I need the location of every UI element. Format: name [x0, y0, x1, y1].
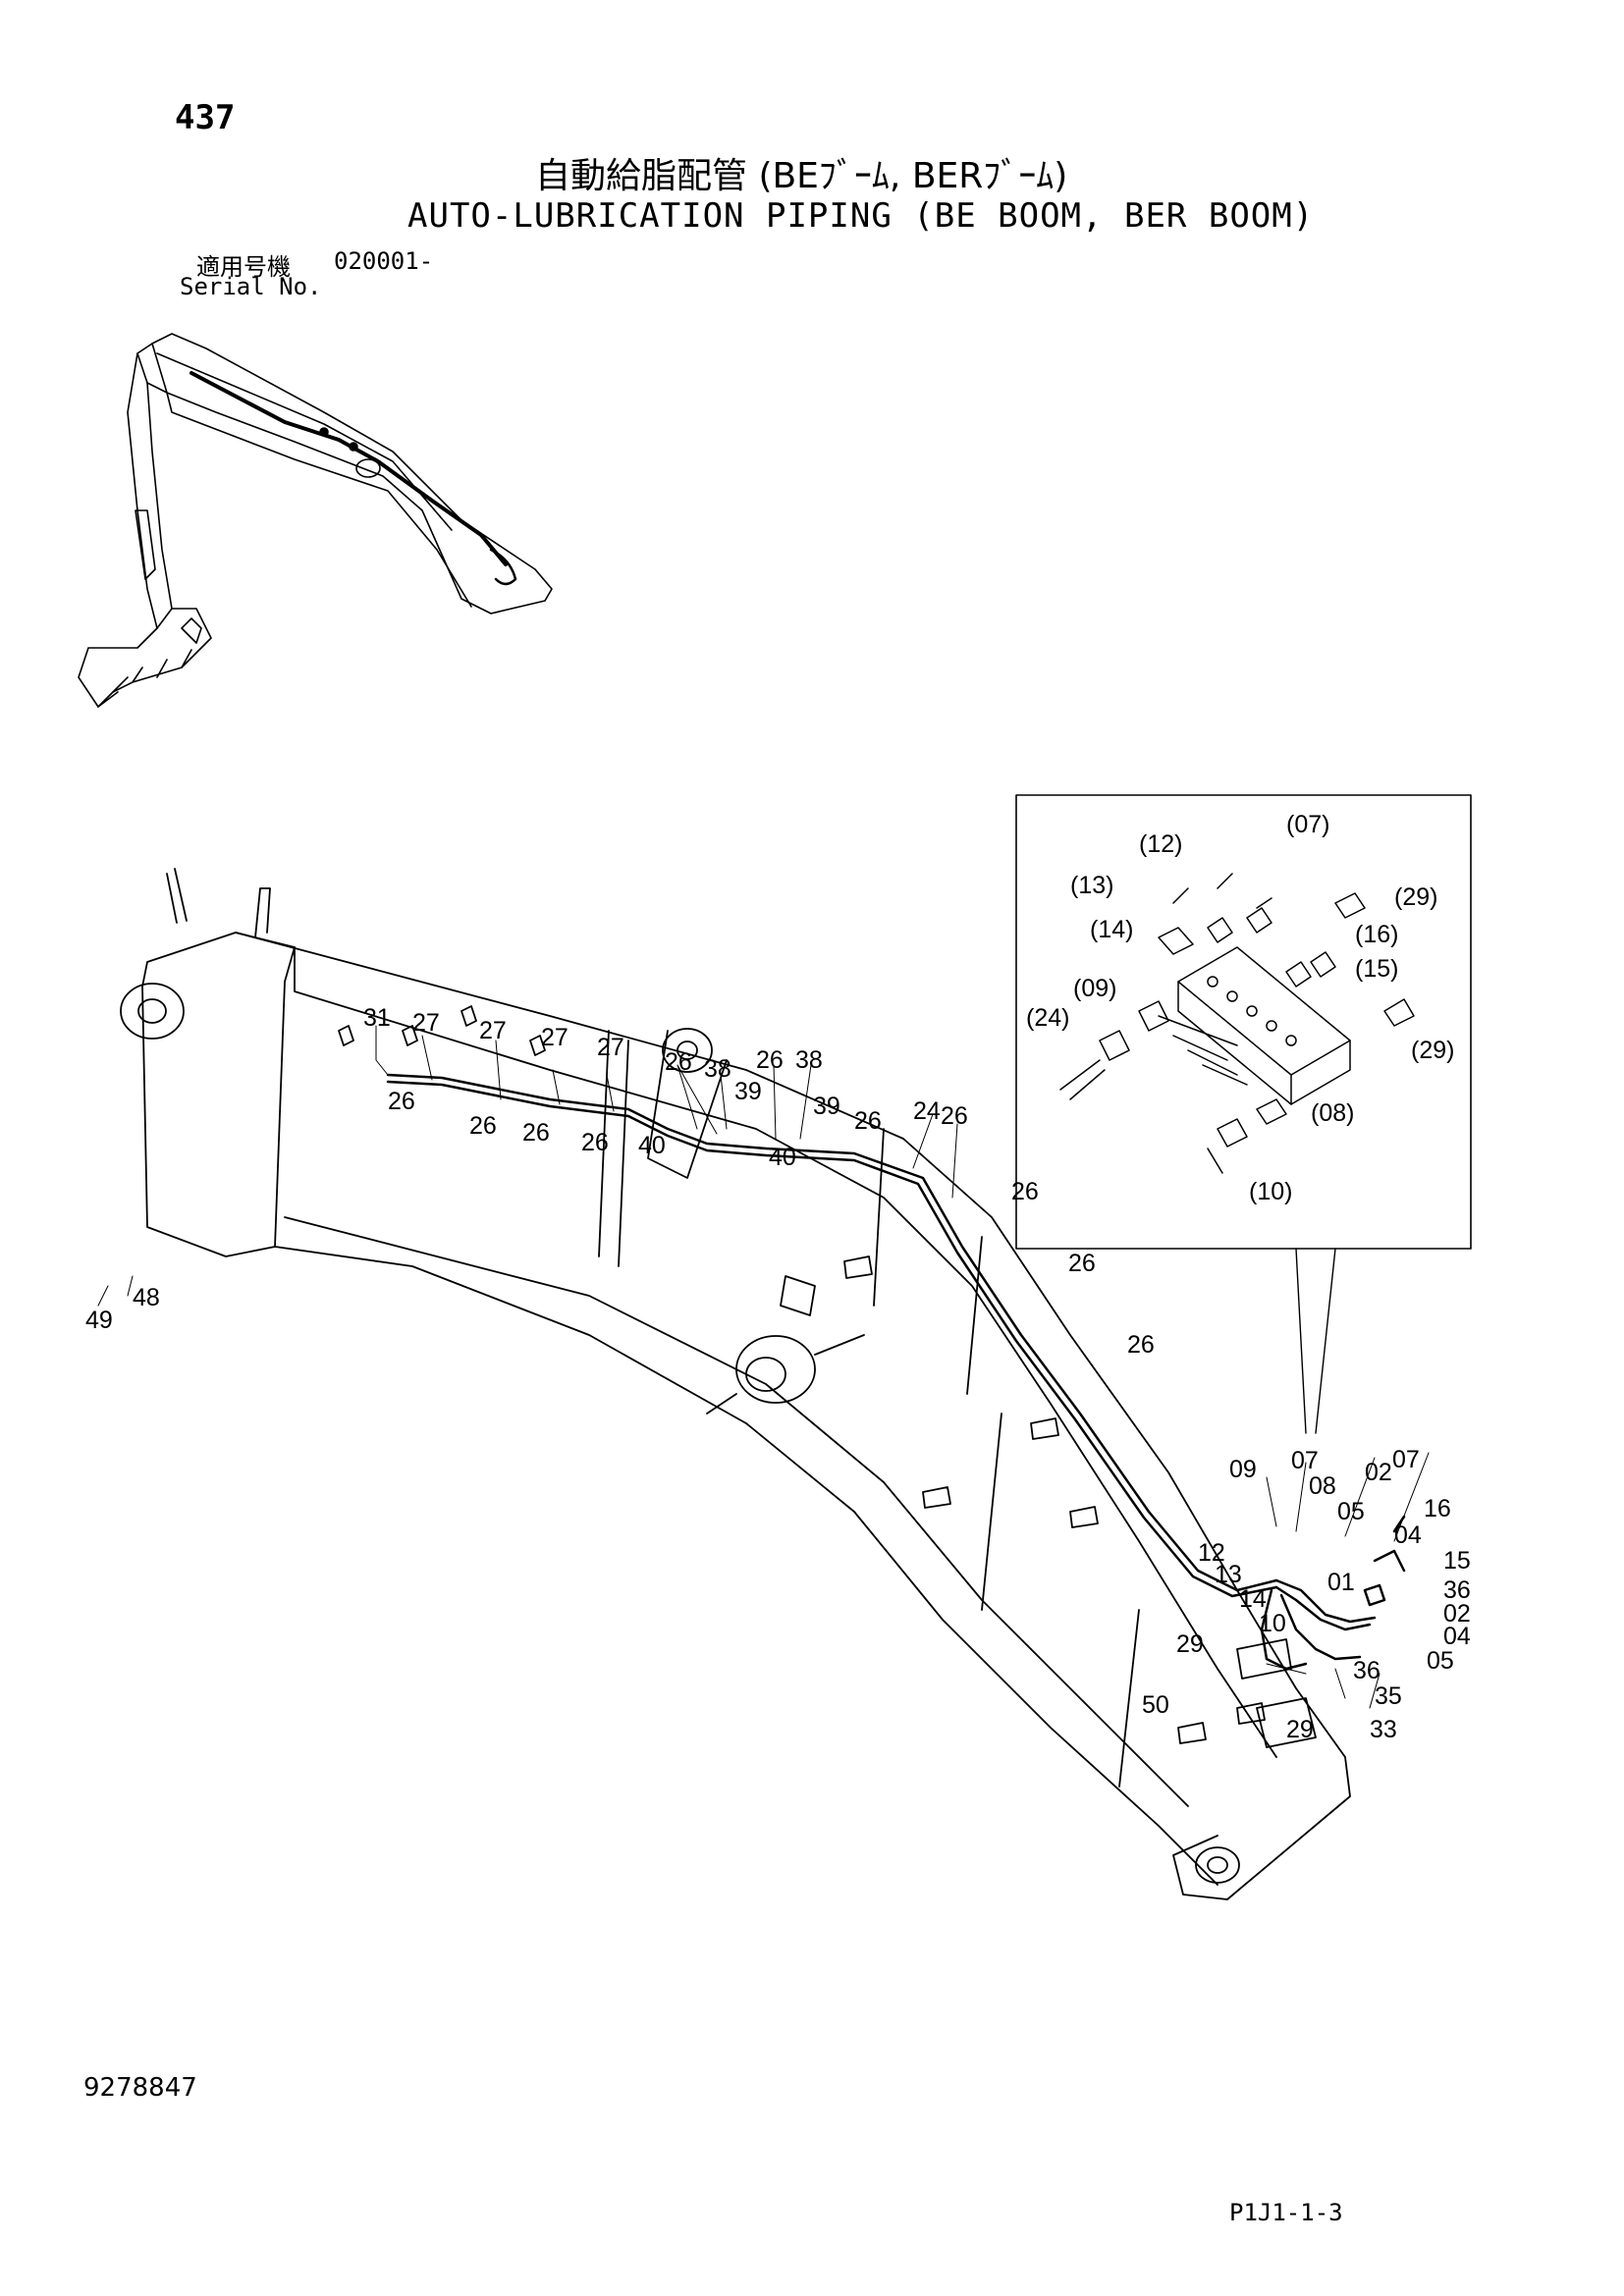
page-number: 437 [175, 98, 236, 137]
callout-label: 39 [813, 1093, 840, 1120]
callout-label: 40 [638, 1132, 666, 1159]
callout-label: (29) [1394, 883, 1437, 911]
callout-label: 48 [133, 1284, 160, 1311]
part-callout-labels: 31 27 27 27 27 26 38 26 38 39 39 26 26 2… [85, 1004, 1471, 1743]
callout-label: 26 [522, 1119, 550, 1147]
callout-label: 26 [388, 1088, 415, 1115]
callout-label: 26 [665, 1048, 692, 1076]
callout-label: 02 [1365, 1459, 1392, 1486]
callout-label: 10 [1259, 1610, 1286, 1637]
callout-label: 35 [1375, 1682, 1402, 1710]
callout-label: 27 [412, 1009, 440, 1037]
callout-label: 40 [769, 1144, 796, 1171]
callout-label: (16) [1355, 921, 1398, 948]
excavator-overview-illustration [78, 333, 553, 708]
serial-label-english: Serial No. [180, 273, 322, 300]
callout-label: 50 [1142, 1691, 1169, 1719]
callout-label: 27 [479, 1017, 507, 1044]
callout-label: 26 [1068, 1250, 1096, 1277]
callout-label: 26 [469, 1112, 497, 1140]
callout-label: (14) [1090, 916, 1133, 943]
callout-label: (29) [1411, 1037, 1454, 1064]
callout-label: (09) [1073, 975, 1116, 1002]
callout-label: 26 [941, 1102, 968, 1130]
callout-label: 38 [704, 1055, 731, 1083]
callout-label: 08 [1309, 1472, 1336, 1500]
lubrication-pipe-lines [386, 1073, 1406, 1671]
manifold-detail-illustration [1059, 873, 1415, 1174]
serial-value: 020001- [334, 247, 434, 275]
callout-label: (13) [1070, 872, 1113, 899]
page-title-japanese: 自動給脂配管 (BEﾌﾞｰﾑ, BERﾌﾞｰﾑ) [535, 156, 1068, 196]
callout-label: 26 [1011, 1178, 1039, 1205]
callout-label: 26 [581, 1129, 609, 1156]
document-number: 9278847 [83, 2073, 197, 2103]
callout-label: 02 [1443, 1600, 1471, 1628]
callout-label: 31 [363, 1004, 391, 1032]
callout-label: 49 [85, 1307, 113, 1334]
callout-label: 04 [1394, 1522, 1422, 1549]
callout-label: (07) [1286, 811, 1329, 838]
callout-label: 33 [1370, 1716, 1397, 1743]
callout-label: 12 [1198, 1539, 1225, 1567]
callout-label: (24) [1026, 1004, 1069, 1032]
callout-label: 27 [597, 1034, 624, 1061]
callout-label: 39 [734, 1078, 762, 1105]
callout-label: 05 [1427, 1647, 1454, 1675]
detail-inset-frame [1015, 794, 1472, 1250]
serial-label-japanese: 適用号機 [196, 253, 291, 281]
reference-code: P1J1-1-3 [1229, 2199, 1343, 2226]
callout-label: 04 [1443, 1623, 1471, 1650]
callout-label: 26 [854, 1107, 882, 1135]
page-title-english: AUTO-LUBRICATION PIPING (BE BOOM, BER BO… [407, 196, 1315, 236]
callout-label: 16 [1424, 1495, 1451, 1522]
callout-label: 07 [1291, 1447, 1319, 1474]
callout-label: 13 [1215, 1561, 1242, 1588]
inset-leader-lines [1295, 1248, 1336, 1434]
callout-leaders [97, 1025, 1430, 1709]
callout-label: 26 [756, 1046, 784, 1074]
callout-label: (10) [1249, 1178, 1292, 1205]
boom-illustration [120, 868, 1351, 1900]
callout-label: 24 [913, 1097, 941, 1125]
callout-label: (08) [1311, 1099, 1354, 1127]
callout-label: 01 [1327, 1569, 1355, 1596]
callout-label: 36 [1353, 1657, 1380, 1684]
callout-label: 29 [1286, 1716, 1314, 1743]
callout-label: 07 [1392, 1446, 1420, 1473]
callout-label: 09 [1229, 1456, 1257, 1483]
callout-label: (12) [1139, 830, 1182, 858]
callout-label: 15 [1443, 1547, 1471, 1575]
callout-label: 14 [1239, 1585, 1267, 1613]
callout-label: 26 [1127, 1331, 1155, 1359]
callout-label: (15) [1355, 955, 1398, 983]
callout-label: 36 [1443, 1576, 1471, 1604]
callout-label: 29 [1176, 1630, 1204, 1658]
detail-callout-labels: (07) (12) (13) (14) (29) (16) (15) (09) … [1026, 811, 1454, 1205]
callout-label: 38 [795, 1046, 823, 1074]
callout-label: 05 [1337, 1498, 1365, 1525]
callout-label: 27 [541, 1024, 568, 1051]
